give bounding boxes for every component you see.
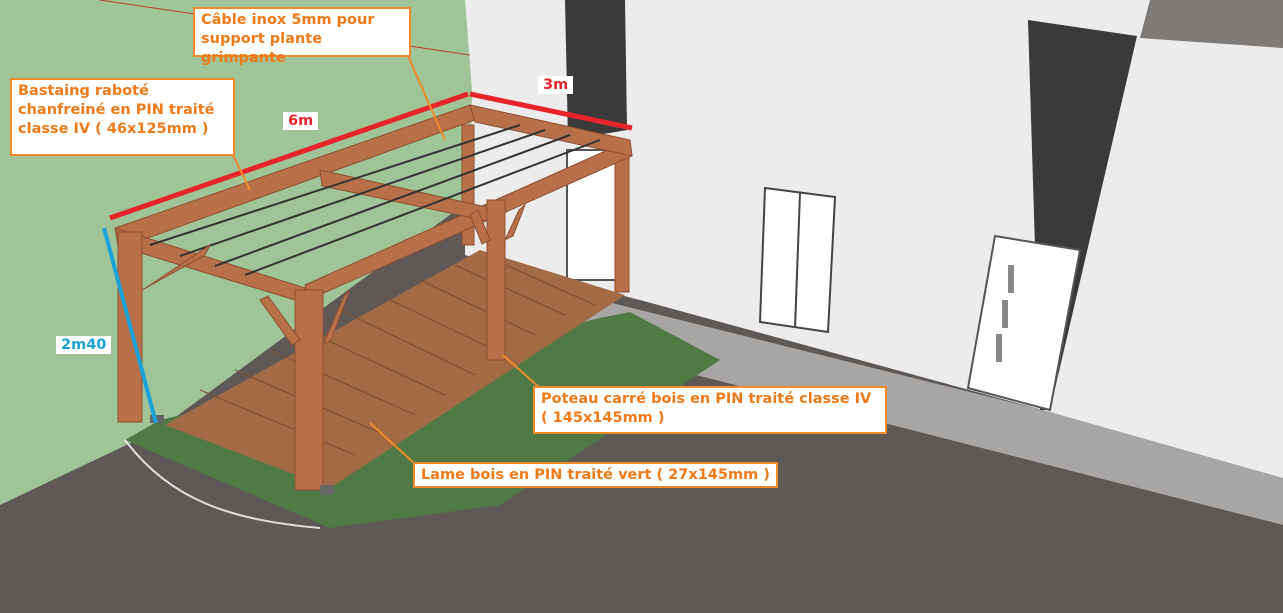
dimension-length-label: 6m (283, 112, 319, 130)
brace-5 (503, 203, 527, 242)
brace-2 (259, 295, 301, 346)
brace-4 (469, 209, 491, 245)
callout-bastaing: Bastaing raboté chanfreiné en PIN traité… (10, 78, 235, 156)
callout-lame: Lame bois en PIN traité vert ( 27x145mm … (413, 462, 778, 488)
post-mid-right (486, 199, 506, 361)
brace-1 (141, 243, 212, 291)
front-door (966, 234, 1082, 412)
deck-floor (165, 250, 625, 488)
leader-bastaing (232, 154, 251, 191)
dim-line-height (102, 227, 158, 424)
leader-cable (407, 55, 446, 141)
leader-lame (369, 422, 414, 463)
post-front-middle (294, 289, 324, 491)
callout-poteau: Poteau carré bois en PIN traité classe I… (533, 386, 887, 434)
dim-line-width (469, 91, 633, 131)
wall-column-left (565, 0, 627, 140)
callout-cable: Câble inox 5mm pour support plante grimp… (193, 7, 411, 66)
dimension-height-label: 2m40 (56, 336, 112, 354)
dimension-width-label: 3m (538, 76, 574, 94)
brace-3 (321, 289, 351, 347)
dim-line-length (109, 91, 469, 221)
leader-poteau (502, 354, 541, 389)
roof (1140, 0, 1283, 48)
